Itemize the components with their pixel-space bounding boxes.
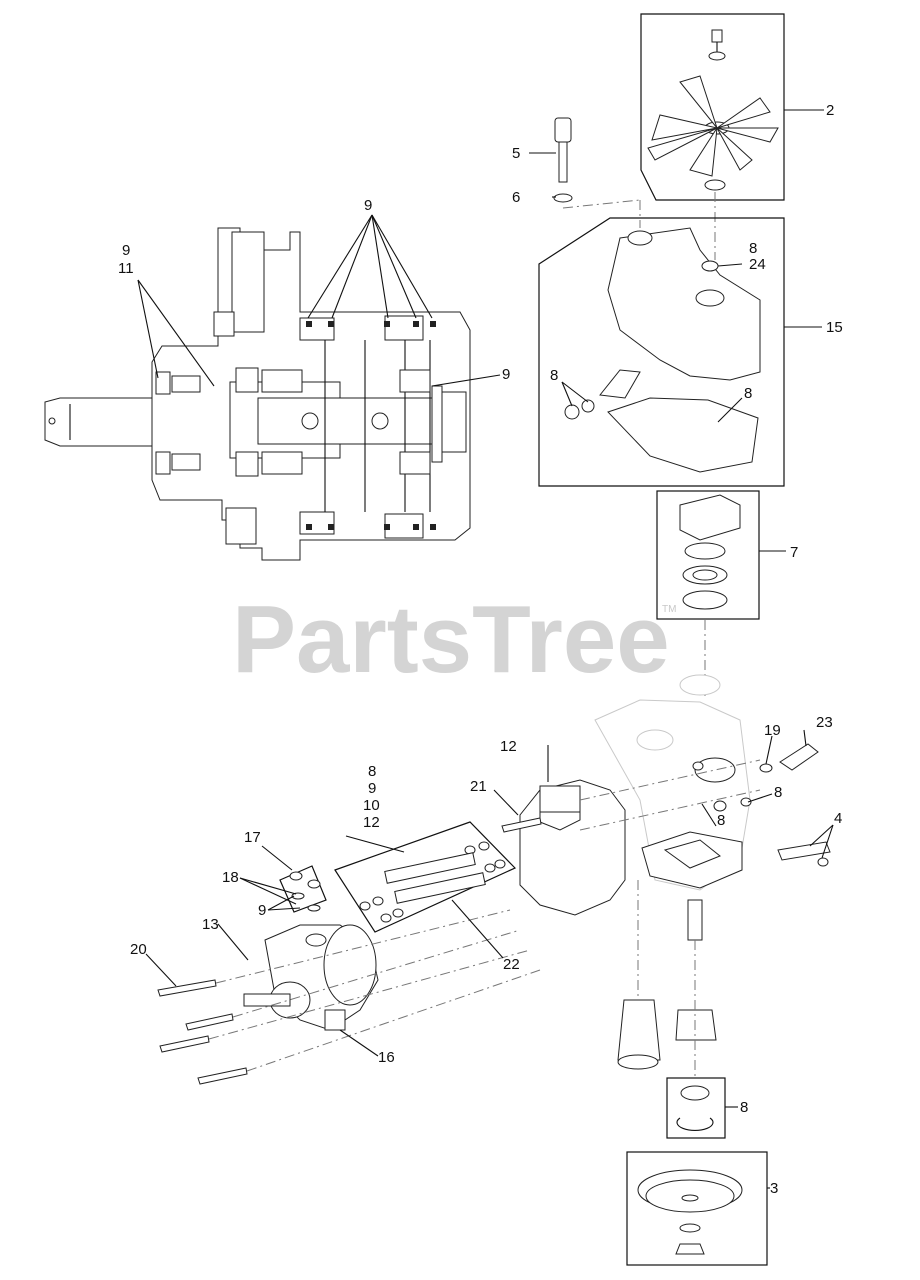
- cross-section-leaders: [137, 214, 501, 387]
- callout-9-top: 9: [364, 197, 372, 214]
- bearing-and-snap-ring: [666, 1077, 726, 1139]
- transmission-cross-section: [44, 227, 471, 561]
- callout-8-plug: 8: [774, 784, 782, 801]
- callout-21: 21: [470, 778, 487, 795]
- housing-cover-assembly: [538, 217, 785, 487]
- callout-24: 24: [749, 256, 766, 273]
- callout-8-kit: 8: [368, 763, 376, 780]
- center-housing: [519, 759, 761, 916]
- callout-20: 20: [130, 941, 147, 958]
- callout-19: 19: [764, 722, 781, 739]
- callout-11: 11: [118, 260, 134, 277]
- callout-12-kit: 12: [363, 814, 380, 831]
- valve-caps: [279, 865, 327, 913]
- callout-8-fan-nut: 8: [749, 240, 757, 257]
- fill-cap-and-washer: [553, 117, 641, 228]
- callout-3: 3: [770, 1180, 778, 1197]
- hydraulic-motor: [243, 924, 379, 1031]
- callout-16: 16: [378, 1049, 395, 1066]
- input-shaft-parts: [617, 880, 717, 1080]
- callout-labels: 2 3 4 5 6 7 8 24 15 8 8 9 9 11 9 12 21 1…: [118, 102, 843, 1197]
- callout-8-gasket: 8: [744, 385, 752, 402]
- callout-10-kit: 10: [363, 797, 380, 814]
- trademark-symbol: TM: [662, 604, 676, 615]
- leader-lines: [145, 109, 834, 1189]
- check-valve-kit: [334, 821, 517, 933]
- main-case-ghosted: [594, 674, 751, 891]
- callout-6: 6: [512, 189, 520, 206]
- callout-8-bearing: 8: [740, 1099, 748, 1116]
- callout-8-oring: 8: [717, 812, 725, 829]
- callout-15: 15: [826, 319, 843, 336]
- fan-assembly: [640, 13, 785, 260]
- callout-8-shaft-seal: 8: [550, 367, 558, 384]
- callout-9-caps: 9: [258, 902, 266, 919]
- drive-pulley: [626, 1151, 768, 1266]
- callout-9-left: 9: [122, 242, 130, 259]
- swashplate-thrust-bearing: [656, 490, 760, 700]
- callout-9-kit: 9: [368, 780, 376, 797]
- callout-12-top: 12: [500, 738, 517, 755]
- callout-4: 4: [834, 810, 842, 827]
- right-side-fittings: [713, 743, 831, 867]
- callout-7: 7: [790, 544, 798, 561]
- callout-2: 2: [826, 102, 834, 119]
- callout-22: 22: [503, 956, 520, 973]
- callout-9-right: 9: [502, 366, 510, 383]
- partstree-watermark: PartsTree: [232, 586, 670, 693]
- callout-18: 18: [222, 869, 239, 886]
- callout-23: 23: [816, 714, 833, 731]
- bolts: [157, 817, 542, 1085]
- callout-17: 17: [244, 829, 261, 846]
- callout-13: 13: [202, 916, 219, 933]
- callout-5: 5: [512, 145, 520, 162]
